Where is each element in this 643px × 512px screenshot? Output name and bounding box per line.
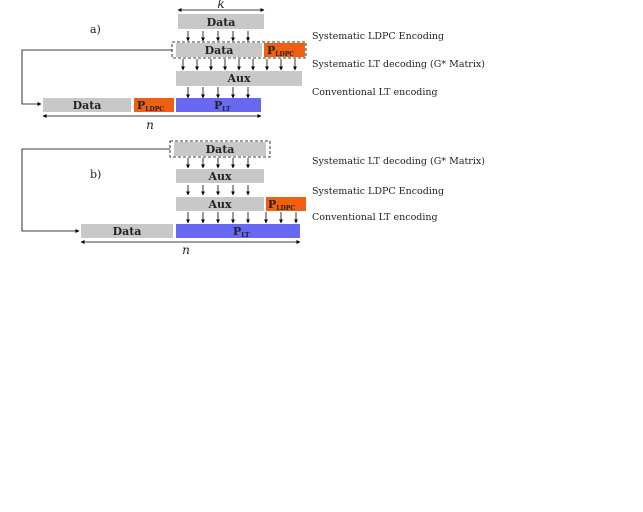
a-step-1: Systematic LDPC Encoding <box>312 31 444 42</box>
b-pldpc-block <box>266 197 306 211</box>
b-output-plt-block <box>176 224 300 238</box>
b-aux-codeword-label: Aux <box>207 198 232 211</box>
a-step-3: Conventional LT encoding <box>312 87 438 98</box>
b-arrows-row-3 <box>186 212 298 224</box>
b-output-data-block <box>81 224 173 238</box>
b-aux-block <box>176 169 264 183</box>
a-output-plt-label: PLT <box>214 99 231 113</box>
a-output-data-block <box>43 98 131 112</box>
a-codeword-data-label: Data <box>205 44 234 57</box>
a-aux-block <box>176 71 302 86</box>
b-step-1: Systematic LT decoding (G* Matrix) <box>312 156 485 167</box>
a-data-block <box>178 14 264 29</box>
k-label: k <box>217 0 224 11</box>
a-arrows-row-3 <box>186 87 250 99</box>
a-output-pldpc-label: PLDPC <box>137 99 164 113</box>
b-pldpc-label: PLDPC <box>268 198 295 212</box>
b-aux-label: Aux <box>207 170 232 183</box>
a-step-2: Systematic LT decoding (G* Matrix) <box>312 59 485 70</box>
b-feedback-arrow <box>21 148 170 233</box>
a-n-label: n <box>146 118 154 132</box>
a-data-label: Data <box>207 16 236 29</box>
a-aux-label: Aux <box>226 72 251 85</box>
b-data-label: Data <box>206 143 235 156</box>
b-step-3: Conventional LT encoding <box>312 212 438 223</box>
b-step-2: Systematic LDPC Encoding <box>312 186 444 197</box>
panel-a-tag: a) <box>90 23 101 36</box>
a-arrows-row-1 <box>186 31 250 42</box>
a-codeword-pldpc-block <box>264 43 305 57</box>
panel-b: b) Data Systematic LT decoding (G* Matri… <box>21 140 485 257</box>
a-output-plt-block <box>176 98 261 112</box>
b-data-block <box>174 142 266 156</box>
a-arrows-row-2 <box>181 59 297 71</box>
b-aux-codeword-block <box>176 197 264 211</box>
b-output-data-label: Data <box>113 225 142 238</box>
b-arrows-row-1 <box>186 158 250 169</box>
b-data-frame <box>169 140 271 158</box>
b-output-plt-label: PLT <box>233 225 250 239</box>
a-feedback-arrow <box>21 49 172 106</box>
b-arrows-row-2 <box>186 185 250 196</box>
a-output-data-label: Data <box>73 99 102 112</box>
a-output-pldpc-block <box>134 98 174 112</box>
panel-a: a) k Data Systematic LDPC Encoding Data … <box>21 0 485 132</box>
a-codeword-data-block <box>176 43 262 57</box>
b-n-label: n <box>182 243 190 257</box>
panel-b-tag: b) <box>90 168 101 181</box>
a-codeword-pldpc-label: PLDPC <box>267 44 294 58</box>
